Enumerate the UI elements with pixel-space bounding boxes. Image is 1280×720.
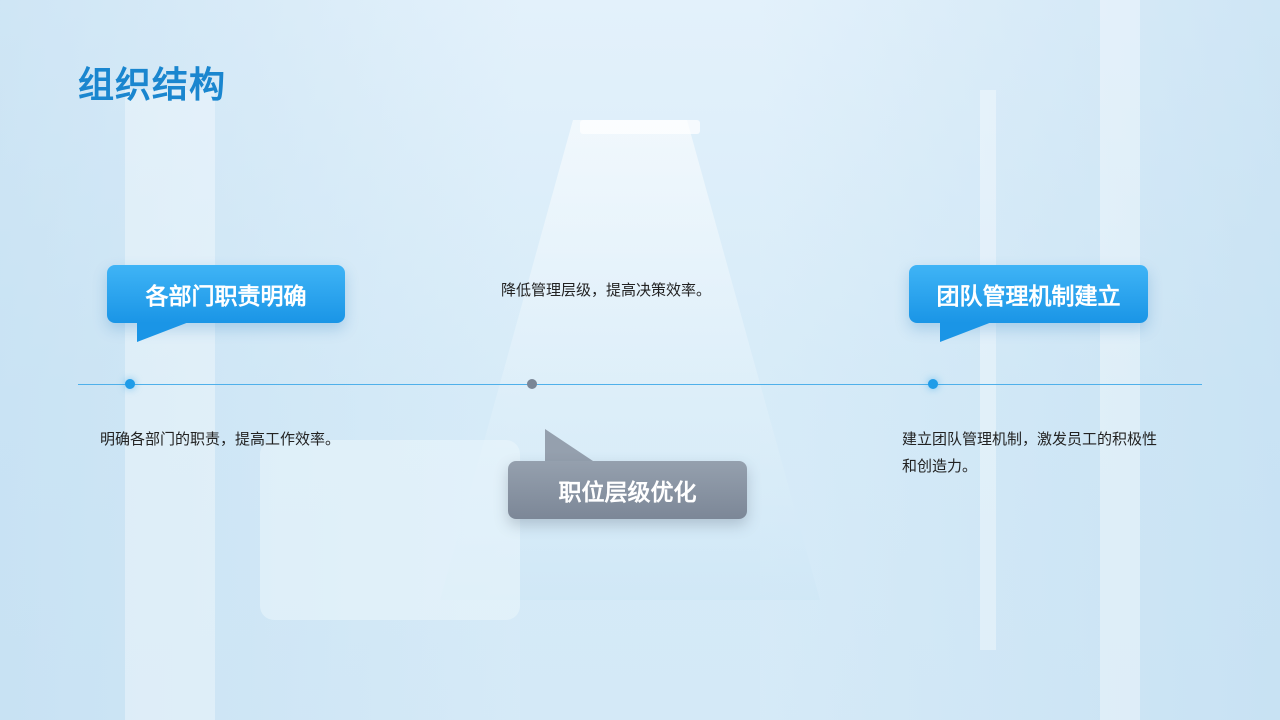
description-3: 建立团队管理机制，激发员工的积极性和创造力。	[902, 426, 1167, 480]
bubble-tail-3	[940, 322, 992, 342]
page-title: 组织结构	[78, 56, 226, 108]
bubble-tail-1	[137, 322, 189, 342]
heading-2-label: 职位层级优化	[559, 473, 697, 507]
heading-1-label: 各部门职责明确	[146, 277, 307, 311]
description-1: 明确各部门的职责，提高工作效率。	[100, 426, 400, 453]
timeline-dot-2	[527, 379, 537, 389]
timeline-line	[78, 384, 1202, 385]
bubble-tail-2	[545, 429, 593, 461]
timeline-dot-1	[125, 379, 135, 389]
heading-3-label: 团队管理机制建立	[937, 277, 1121, 311]
description-2: 降低管理层级，提高决策效率。	[501, 277, 761, 304]
timeline-dot-3	[928, 379, 938, 389]
heading-bubble-1: 各部门职责明确	[107, 265, 345, 323]
heading-bubble-3: 团队管理机制建立	[909, 265, 1148, 323]
heading-bubble-2: 职位层级优化	[508, 461, 747, 519]
